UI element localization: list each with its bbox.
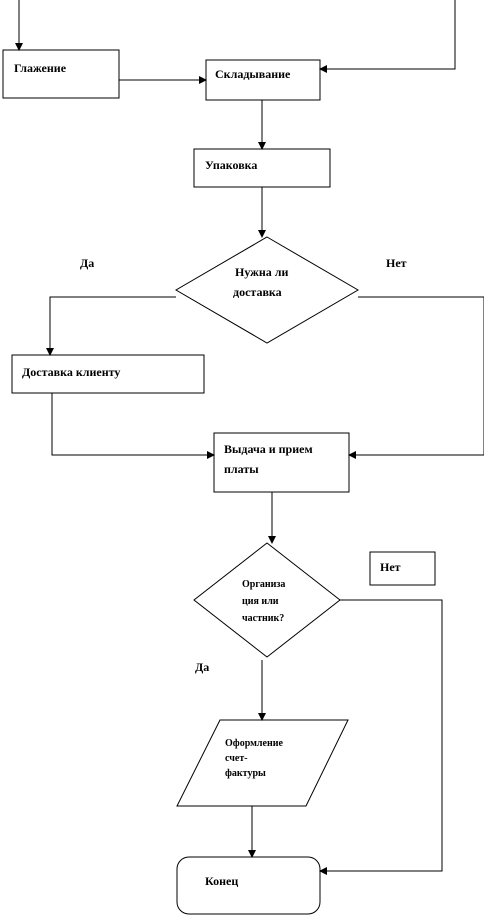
invoice-label-line1: Оформление <box>225 738 283 749</box>
no-label-box <box>369 551 436 586</box>
yes-label-2: Да <box>195 660 210 674</box>
delivery-decision-diamond <box>175 236 359 344</box>
no-label-2: Нет <box>380 560 401 574</box>
folding-label: Складывание <box>215 67 291 81</box>
yes-label-1: Да <box>80 256 95 270</box>
ironing-box <box>2 49 120 99</box>
org-decision-label-line3: частник? <box>242 613 285 624</box>
invoice-label-line2: счет- <box>225 753 248 764</box>
delivery-decision-label-line1: Нужна ли <box>235 265 289 279</box>
folding-box <box>205 59 321 101</box>
no-label-1: Нет <box>386 256 407 270</box>
delivery-decision-label-line2: доставка <box>233 285 282 299</box>
payment-label-line1: Выдача и прием <box>224 442 313 456</box>
ironing-label: Глажение <box>14 61 67 75</box>
arrow-client-delivery-to-payment <box>51 393 215 459</box>
org-decision-label-line2: ция или <box>242 596 279 607</box>
invoice-label-line3: фактуры <box>225 768 266 779</box>
client-delivery-label: Доставка клиенту <box>22 365 121 379</box>
packing-label: Упаковка <box>205 158 258 172</box>
arrow-no-to-end <box>319 599 443 875</box>
arrow-yes-to-client-delivery <box>46 296 176 356</box>
org-decision-diamond <box>193 542 341 658</box>
end-terminator <box>176 856 321 915</box>
payment-label-line2: платы <box>224 462 259 476</box>
payment-box <box>213 432 350 493</box>
end-label: Конец <box>205 874 239 888</box>
client-delivery-box <box>11 354 205 394</box>
arrow-no-to-payment <box>348 296 484 459</box>
invoice-parallelogram <box>176 719 349 807</box>
org-decision-label-line1: Организа <box>242 579 286 590</box>
arrow-top-right-to-folding <box>319 0 456 73</box>
